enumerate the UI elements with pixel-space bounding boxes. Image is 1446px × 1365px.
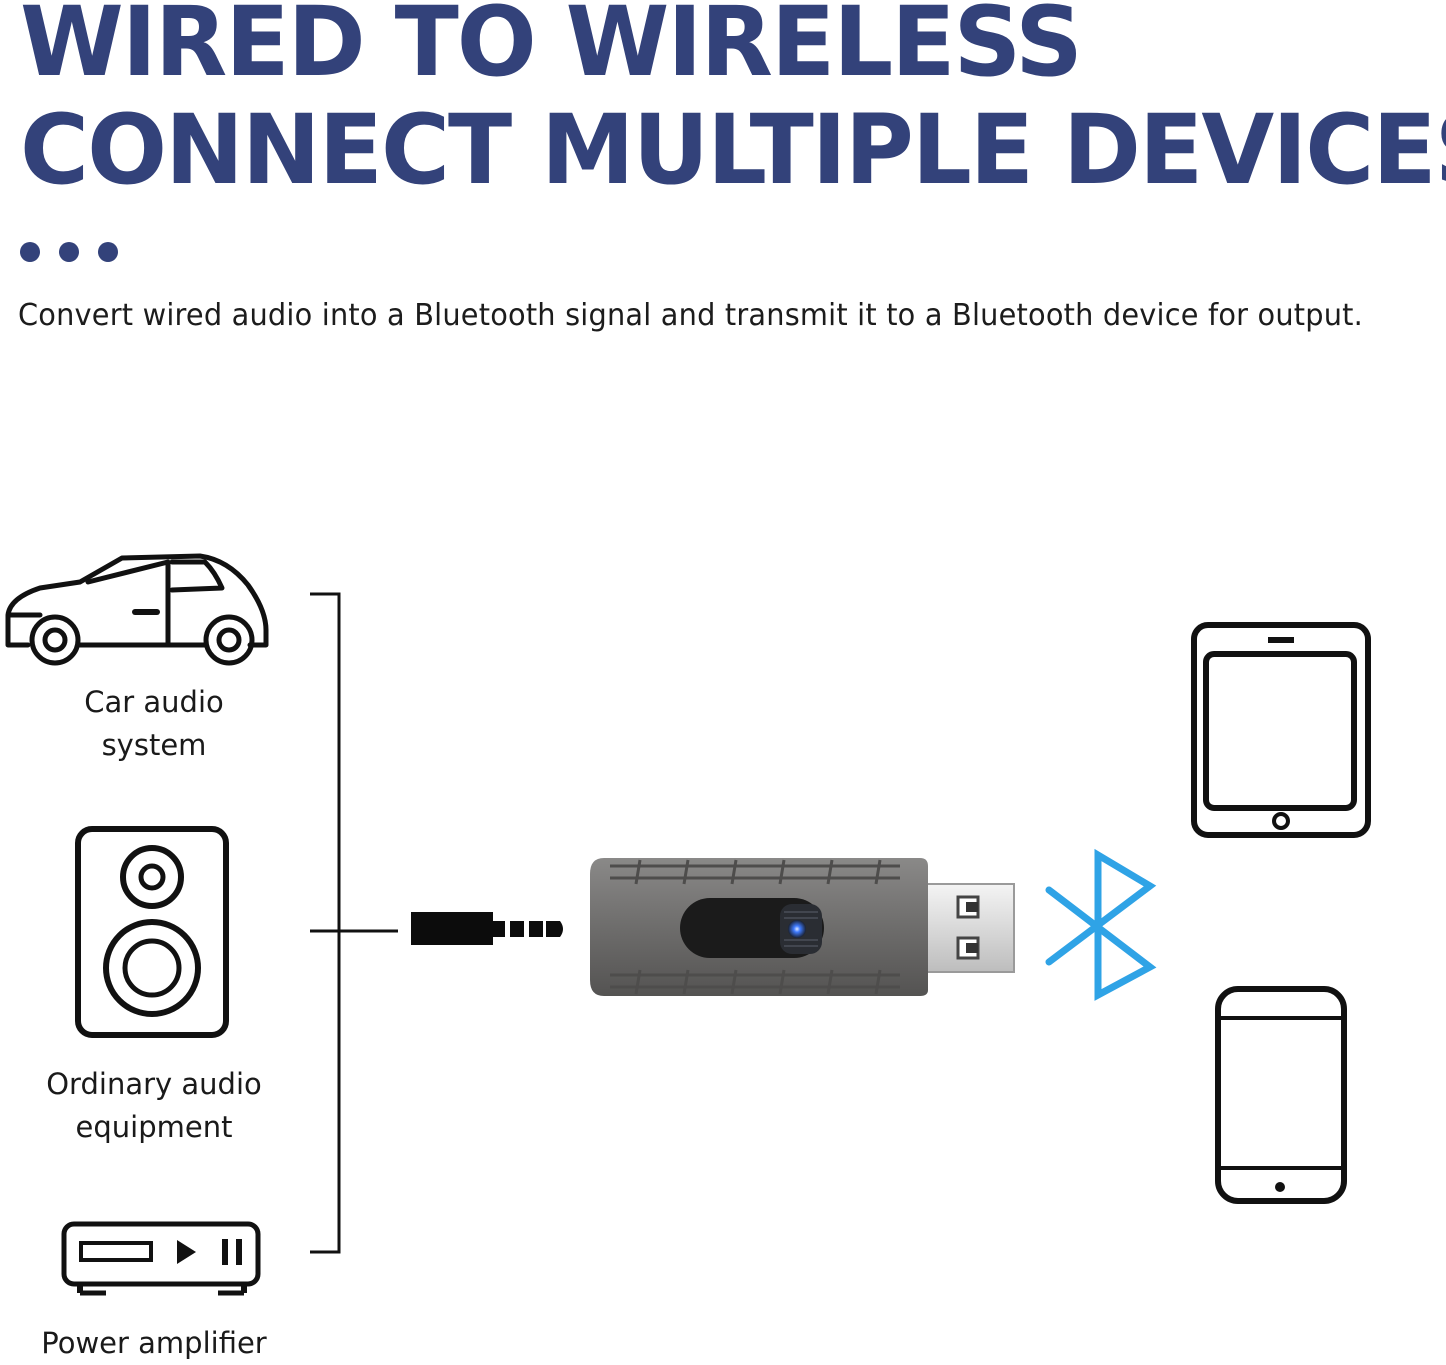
dot-1 (20, 242, 40, 262)
label-amp-line-1: Power amplifier (41, 1326, 267, 1360)
headline-line-1: WIRED TO WIRELESS (20, 0, 1083, 98)
label-car-audio-system: Car audio system (4, 681, 304, 767)
bluetooth-icon (1045, 848, 1157, 1001)
dot-3 (98, 242, 118, 262)
subtitle: Convert wired audio into a Bluetooth sig… (18, 298, 1364, 333)
dot-2 (59, 242, 79, 262)
source-bracket (310, 592, 398, 1254)
smartphone-icon (1215, 986, 1347, 1204)
decorative-dots (20, 242, 118, 262)
amplifier-icon (61, 1221, 261, 1296)
audio-jack-icon (411, 912, 563, 945)
tablet-icon (1191, 622, 1371, 838)
label-speaker-line-2: equipment (75, 1110, 233, 1144)
usb-bluetooth-transmitter-icon (590, 858, 1015, 996)
headline-line-2: CONNECT MULTIPLE DEVICES (20, 94, 1446, 206)
label-car-line-2: system (101, 728, 207, 762)
label-car-line-1: Car audio (84, 685, 224, 719)
label-speaker-line-1: Ordinary audio (46, 1067, 262, 1101)
car-icon (5, 553, 269, 666)
speaker-icon (75, 826, 229, 1038)
label-ordinary-audio-equipment: Ordinary audio equipment (4, 1063, 304, 1149)
label-power-amplifier: Power amplifier (4, 1322, 304, 1365)
